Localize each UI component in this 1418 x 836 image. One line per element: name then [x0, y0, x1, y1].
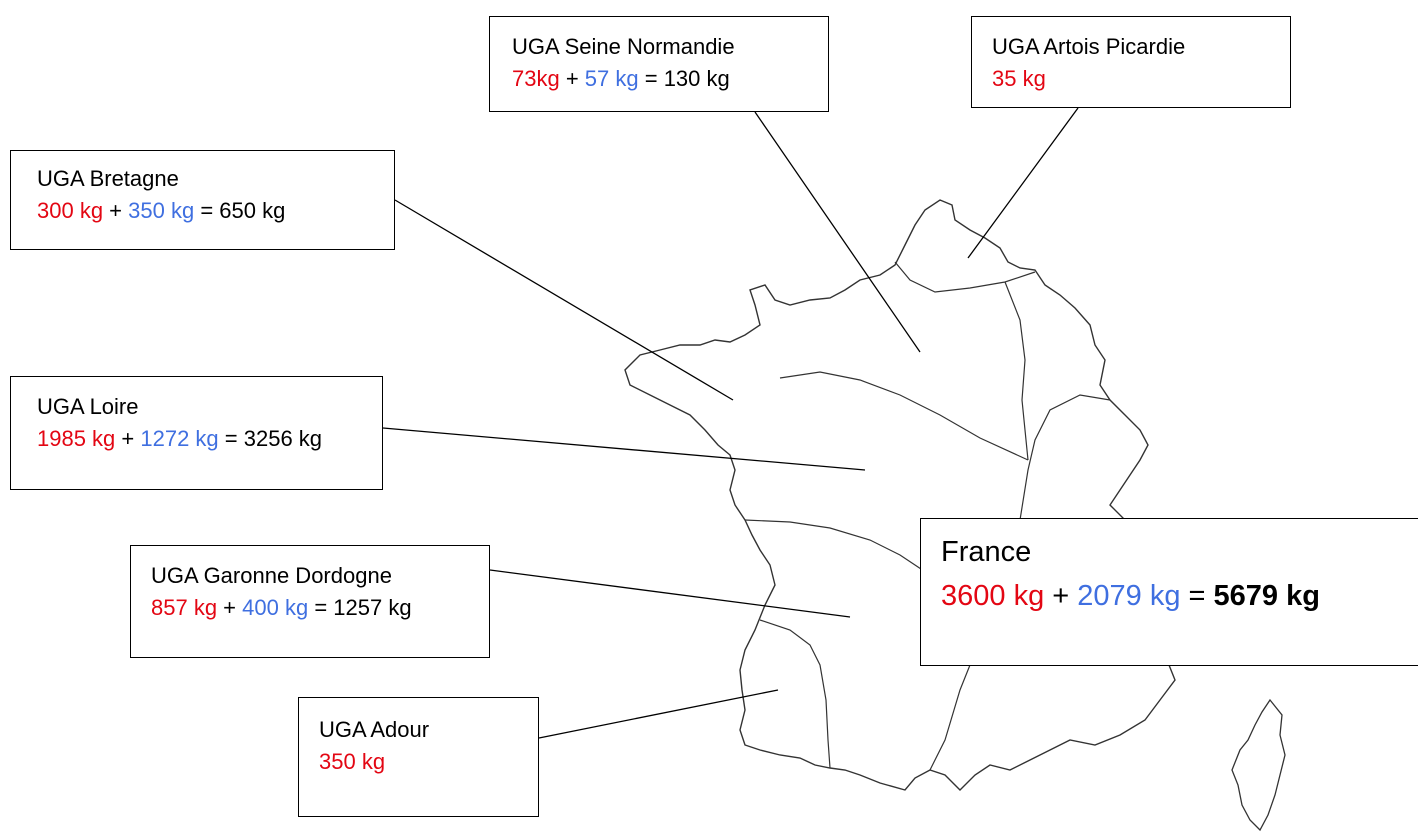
border-artois: [894, 261, 1036, 293]
value-segment-blue: 57 kg: [584, 65, 639, 91]
value-segment-red: 300 kg: [37, 197, 104, 223]
region-values: 857 kg + 400 kg = 1257 kg: [151, 592, 489, 624]
region-name: UGA Seine Normandie: [512, 34, 735, 59]
leader-bretagne: [394, 199, 734, 401]
region-name: UGA Bretagne: [37, 166, 179, 191]
leader-garonne: [489, 569, 851, 618]
value-segment-black: = 130 kg: [638, 65, 730, 91]
value-segment-red: 3600 kg: [941, 579, 1045, 612]
value-segment-blue: 1272 kg: [140, 425, 219, 451]
label-loire: UGA Loire 1985 kg + 1272 kg = 3256 kg: [10, 376, 383, 490]
label-france-total: France 3600 kg + 2079 kg = 5679 kg: [920, 518, 1418, 666]
value-segment-red: 857 kg: [151, 594, 218, 620]
region-name: UGA Loire: [37, 394, 139, 419]
border-adour: [759, 619, 831, 769]
region-values: 350 kg: [319, 746, 538, 778]
label-artois-picardie: UGA Artois Picardie 35 kg: [971, 16, 1291, 108]
value-segment-blue: 350 kg: [128, 197, 195, 223]
label-seine-normandie: UGA Seine Normandie 73kg + 57 kg = 130 k…: [489, 16, 829, 112]
value-segment-black: 5679 kg: [1213, 579, 1320, 612]
region-values: 300 kg + 350 kg = 650 kg: [37, 195, 394, 227]
leader-adour: [538, 689, 779, 739]
value-segment-red: 73kg: [512, 65, 560, 91]
border-seine-east: [1004, 281, 1029, 461]
france-outline: [624, 199, 1176, 791]
value-segment-black: =: [1180, 579, 1214, 612]
label-garonne-dordogne: UGA Garonne Dordogne 857 kg + 400 kg = 1…: [130, 545, 490, 658]
leader-seine: [754, 111, 921, 353]
value-segment-blue: 2079 kg: [1077, 579, 1181, 612]
leader-loire: [382, 427, 866, 471]
value-segment-black: +: [217, 594, 243, 620]
region-name: UGA Artois Picardie: [992, 34, 1186, 59]
value-segment-red: 35 kg: [992, 65, 1046, 91]
value-segment-red: 350 kg: [319, 748, 386, 774]
value-segment-black: +: [1044, 579, 1078, 612]
france-name: France: [941, 536, 1032, 568]
region-values: 73kg + 57 kg = 130 kg: [512, 63, 828, 95]
value-segment-black: +: [115, 425, 141, 451]
value-segment-black: = 3256 kg: [218, 425, 323, 451]
value-segment-black: +: [103, 197, 129, 223]
value-segment-black: +: [559, 65, 585, 91]
leader-artois: [967, 107, 1079, 259]
value-segment-red: 1985 kg: [37, 425, 116, 451]
value-segment-blue: 400 kg: [242, 594, 309, 620]
france-values: 3600 kg + 2079 kg = 5679 kg: [941, 575, 1418, 619]
value-segment-black: = 650 kg: [194, 197, 286, 223]
region-values: 1985 kg + 1272 kg = 3256 kg: [37, 423, 382, 455]
region-name: UGA Garonne Dordogne: [151, 563, 392, 588]
region-name: UGA Adour: [319, 717, 430, 742]
corsica-outline: [1231, 698, 1286, 832]
border-loire-north: [779, 371, 1029, 461]
label-bretagne: UGA Bretagne 300 kg + 350 kg = 650 kg: [10, 150, 395, 250]
label-adour: UGA Adour 350 kg: [298, 697, 539, 817]
region-values: 35 kg: [992, 63, 1290, 95]
value-segment-black: = 1257 kg: [308, 594, 412, 620]
